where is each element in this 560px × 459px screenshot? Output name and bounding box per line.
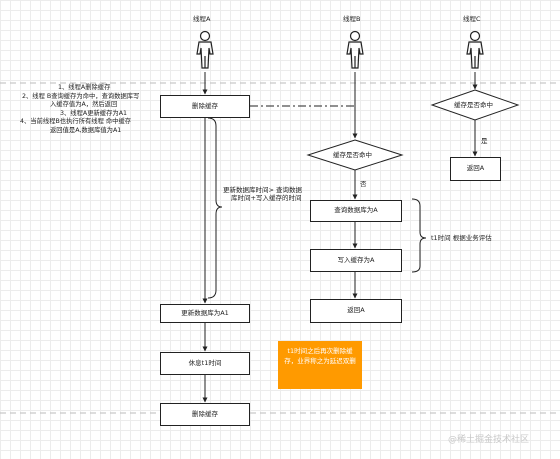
- brace-a: [207, 117, 223, 299]
- delayed-double-delete-note: t1时间之后再次删除缓 存，业界称之为延迟双删: [278, 341, 362, 389]
- b-diamond-label: 缓存是否命中: [333, 151, 372, 159]
- steps-note: 1、线程A删除缓存 2、线程 B查询缓存为命中，查询数据库写 入缓存值为A，然后…: [20, 84, 165, 135]
- brace-b: [411, 198, 427, 273]
- actor-a-label: 线程A: [193, 15, 211, 23]
- actor-b-icon: [346, 30, 364, 69]
- note-line-6: 返回值是A,数据库值为A1: [50, 126, 122, 134]
- a-sleep-box: 休息t1时间: [160, 352, 250, 375]
- actor-c-icon: [466, 30, 484, 69]
- brace-a-label: 更新数据库时间> 查询数据 库时间+写入缓存的时间: [223, 186, 302, 202]
- b-write-cache-box: 写入缓存为A: [310, 249, 402, 272]
- b-return-box: 返回A: [310, 299, 402, 323]
- brace-a-label-line2: 库时间+写入缓存的时间: [231, 194, 302, 203]
- c-yes-label: 是: [481, 137, 488, 145]
- watermark: @稀土掘金技术社区: [448, 435, 530, 445]
- brace-b-label: t1时间 根据业务评估: [431, 234, 492, 242]
- note-line-5: 4、当前线程B也执行所有线程 命中缓存: [20, 118, 132, 125]
- orange-line-2: 存，业界称之为延迟双删: [284, 356, 356, 365]
- note-line-1: 1、线程A删除缓存: [58, 84, 111, 91]
- c-return-box: 返回A: [450, 157, 501, 181]
- actor-a-icon: [196, 30, 214, 69]
- a-delete-cache-2-box: 删除缓存: [160, 403, 250, 426]
- brace-a-label-line1: 更新数据库时间> 查询数据: [223, 186, 303, 194]
- c-diamond-label: 缓存是否命中: [454, 101, 493, 109]
- b-no-label: 否: [360, 180, 367, 188]
- note-line-2: 2、线程 B查询缓存为命中，查询数据库写: [22, 92, 140, 100]
- orange-line-1: t1时间之后再次删除缓: [287, 347, 353, 355]
- b-query-db-box: 查询数据库为A: [310, 200, 402, 222]
- actor-b-label: 线程B: [343, 15, 361, 23]
- a-delete-cache-box: 删除缓存: [160, 95, 250, 118]
- actor-c-label: 线程C: [463, 15, 481, 23]
- a-update-db-box: 更新数据库为A1: [160, 304, 250, 323]
- note-line-4: 3、线程A更新缓存为A1: [60, 109, 128, 117]
- note-line-3: 入缓存值为A，然后返回: [50, 101, 118, 108]
